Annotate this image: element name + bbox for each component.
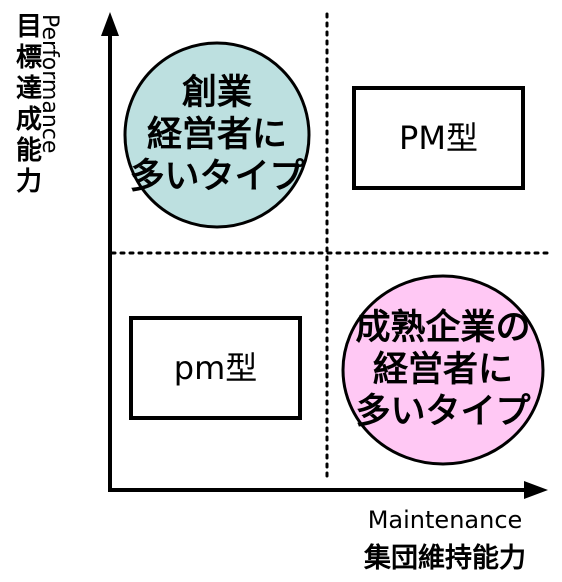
y-axis-char: 成	[15, 105, 42, 135]
x-axis-label-ja: 集団維持能力	[364, 543, 526, 574]
pm-upper-label: PM型	[399, 119, 478, 157]
founder-type-label: 創業 経営者に 多いタイプ	[125, 72, 309, 198]
y-axis-char: 目	[15, 12, 42, 42]
mature-type-label: 成熟企業の 経営者に 多いタイプ	[341, 307, 545, 433]
founder-type-line: 創業	[181, 73, 252, 113]
mature-type-line: 多いタイプ	[355, 392, 531, 432]
y-axis-char: 達	[15, 74, 42, 104]
founder-type-line: 経営者に	[146, 115, 287, 155]
y-axis-label-ja: 目 標 達 成 能 力	[14, 12, 44, 198]
x-axis-arrowhead	[524, 481, 548, 499]
founder-type-ellipse	[123, 41, 311, 229]
pm-upper-box	[352, 86, 525, 190]
mature-type-ellipse	[341, 274, 545, 466]
y-axis-char: 標	[15, 43, 42, 73]
y-axis-arrowhead	[101, 12, 119, 36]
pm-lower-box	[129, 316, 302, 420]
x-axis-label-en: Maintenance	[367, 506, 523, 534]
y-axis-char: 能	[15, 136, 42, 166]
y-axis-char: 力	[15, 167, 42, 197]
pm-lower-label: pm型	[173, 349, 258, 387]
mature-type-line: 成熟企業の	[355, 308, 531, 348]
founder-type-line: 多いタイプ	[129, 157, 305, 197]
mature-type-line: 経営者に	[372, 350, 513, 390]
y-axis-label-en: Performance	[37, 14, 80, 174]
